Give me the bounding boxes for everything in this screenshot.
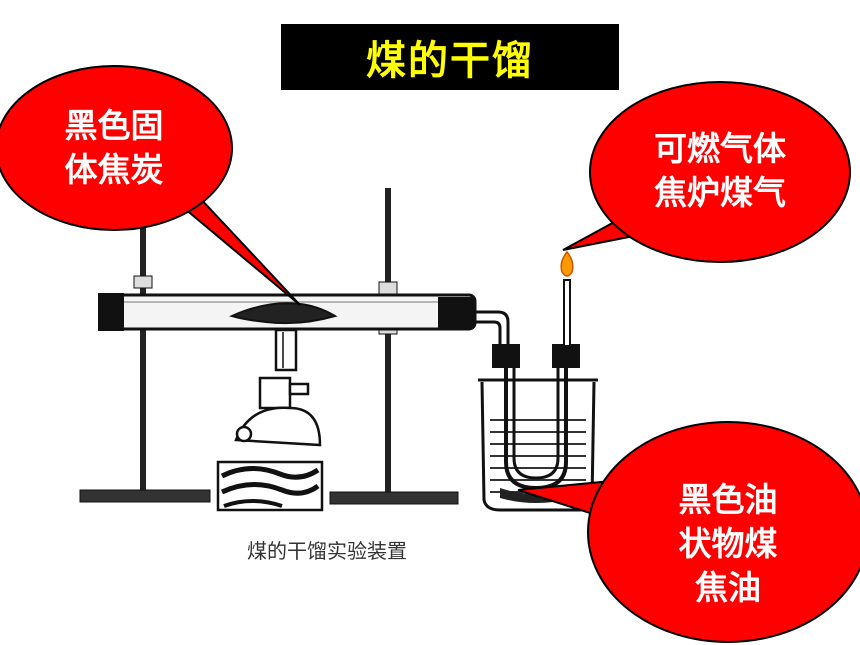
right-ring-stand <box>329 188 459 505</box>
left-ring-stand <box>79 228 211 503</box>
delivery-tube <box>474 310 510 352</box>
callout-gas-bubble-body <box>589 81 851 263</box>
combustion-tube <box>98 293 477 331</box>
apparatus-caption: 煤的干馏实验装置 <box>247 539 407 563</box>
callout-coke-text: 黑色固 体焦炭 <box>20 104 208 192</box>
coal-sample <box>229 302 338 325</box>
callout-gas-line-2: 焦炉煤气 <box>654 173 786 212</box>
callout-gas-text: 可燃气体 焦炉煤气 <box>618 127 822 215</box>
callout-coke-line-1: 黑色固 <box>64 106 164 145</box>
alcohol-burner <box>234 328 322 447</box>
flame-icon <box>560 250 574 277</box>
wooden-block <box>216 460 324 512</box>
callout-gas-line-1: 可燃气体 <box>654 129 786 168</box>
callout-tar-text: 黑色油 状物煤 焦油 <box>636 478 820 638</box>
callout-tar-line-1: 黑色油 <box>678 480 778 519</box>
callout-coke-bubble-body <box>0 65 233 231</box>
title-text: 煤的干馏 <box>366 38 534 84</box>
beaker <box>478 279 598 512</box>
callout-coke-line-2: 体焦炭 <box>64 150 164 189</box>
callout-tar-line-2: 状物煤 <box>678 524 778 563</box>
callout-tar-bubble-body <box>587 421 860 643</box>
title-banner: 煤的干馏 <box>281 24 619 90</box>
callout-tar-line-3: 焦油 <box>695 568 761 607</box>
